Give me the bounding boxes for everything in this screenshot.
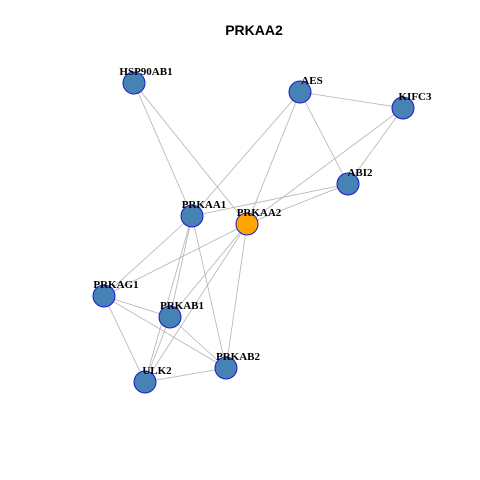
- edge-aes-prkaa1: [191, 91, 301, 217]
- node-ulk2[interactable]: [133, 370, 157, 394]
- edge-aes-kifc3: [299, 91, 404, 109]
- node-label-ulk2: ULK2: [142, 365, 172, 377]
- node-prkaa2[interactable]: [235, 212, 259, 236]
- edge-prkaa1-prkab2: [191, 215, 227, 369]
- node-prkab1[interactable]: [158, 305, 182, 329]
- node-label-abi2: ABI2: [347, 167, 373, 179]
- edge-prkab1-ulk2: [144, 316, 171, 383]
- node-label-prkab1: PRKAB1: [160, 300, 204, 312]
- edge-aes-prkaa2: [246, 91, 301, 225]
- edge-prkaa2-prkag1: [103, 223, 248, 297]
- edge-prkaa1-prkab1: [169, 215, 193, 318]
- edge-prkag1-ulk2: [103, 295, 146, 383]
- edge-prkag1-prkab1: [103, 295, 171, 318]
- edge-abi2-prkaa2: [246, 183, 349, 225]
- edge-prkaa2-ulk2: [144, 223, 248, 383]
- edge-prkaa1-ulk2: [144, 215, 193, 383]
- edge-aes-abi2: [299, 91, 349, 185]
- diagram-title: PRKAA2: [225, 22, 283, 38]
- node-label-kifc3: KIFC3: [399, 91, 433, 103]
- edge-layer: [103, 82, 404, 383]
- node-kifc3[interactable]: [391, 96, 415, 120]
- node-hsp90ab1[interactable]: [122, 71, 146, 95]
- node-prkaa1[interactable]: [180, 204, 204, 228]
- edge-kifc3-abi2: [347, 107, 404, 185]
- node-label-hsp90ab1: HSP90AB1: [119, 66, 172, 78]
- edge-prkab1-prkab2: [169, 316, 227, 369]
- node-layer: [92, 71, 415, 394]
- node-label-prkaa2: PRKAA2: [237, 207, 282, 219]
- edge-prkag1-prkab2: [103, 295, 227, 369]
- edge-kifc3-prkaa2: [246, 107, 404, 225]
- edge-hsp90ab1-prkaa1: [133, 82, 193, 217]
- node-aes[interactable]: [288, 80, 312, 104]
- node-label-aes: AES: [301, 75, 322, 87]
- node-prkab2[interactable]: [214, 356, 238, 380]
- node-prkag1[interactable]: [92, 284, 116, 308]
- edge-prkab2-ulk2: [144, 367, 227, 383]
- edge-prkaa2-prkab2: [225, 223, 248, 369]
- edge-abi2-prkaa1: [191, 183, 349, 217]
- edge-prkaa1-prkag1: [103, 215, 193, 297]
- edge-hsp90ab1-prkaa2: [133, 82, 248, 225]
- node-label-prkab2: PRKAB2: [216, 351, 261, 363]
- node-abi2[interactable]: [336, 172, 360, 196]
- node-label-prkag1: PRKAG1: [93, 279, 138, 291]
- node-label-prkaa1: PRKAA1: [182, 199, 227, 211]
- edge-prkaa2-prkab1: [169, 223, 248, 318]
